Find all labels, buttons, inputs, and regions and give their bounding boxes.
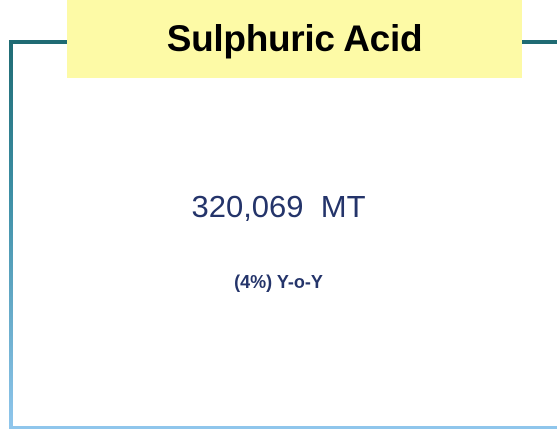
card-title: Sulphuric Acid [166, 18, 423, 59]
card-frame-left [9, 40, 13, 426]
card-frame-top-left [9, 40, 67, 44]
card-frame-top-right [522, 40, 557, 44]
metric-change: (4%) Y-o-Y [234, 272, 323, 292]
card-title-box: Sulphuric Acid [67, 0, 522, 78]
metric-value: 320,069 MT [191, 189, 366, 224]
card-frame-bottom [9, 426, 557, 429]
